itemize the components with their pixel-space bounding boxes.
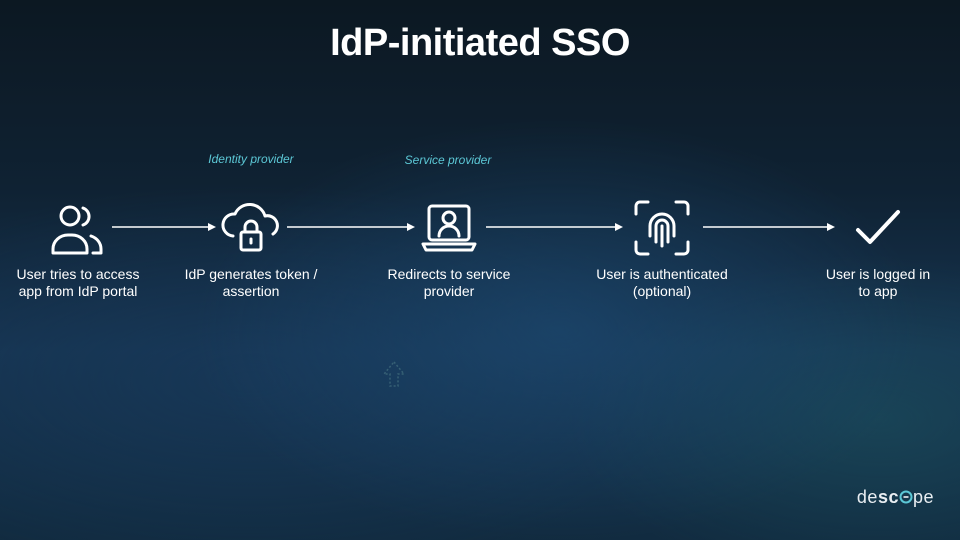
- fingerprint-icon: [630, 196, 694, 260]
- flow-arrow: [486, 220, 623, 234]
- flow-arrow: [287, 220, 415, 234]
- flow-arrow: [112, 220, 216, 234]
- pointer-mark-icon: [380, 360, 408, 388]
- identity-provider-caption: Identity provider: [208, 152, 294, 166]
- page-title: IdP-initiated SSO: [330, 22, 630, 64]
- checkmark-icon: [846, 196, 910, 260]
- flow-arrow: [703, 220, 835, 234]
- service-provider-caption: Service provider: [404, 153, 492, 167]
- users-icon: [45, 196, 109, 260]
- cloud-lock-icon: [219, 196, 283, 260]
- step-label: User is authenticated(optional): [596, 266, 728, 299]
- step-label: IdP generates token /assertion: [184, 266, 318, 299]
- logo-o-icon: [899, 490, 913, 504]
- laptop-user-icon: [417, 196, 481, 260]
